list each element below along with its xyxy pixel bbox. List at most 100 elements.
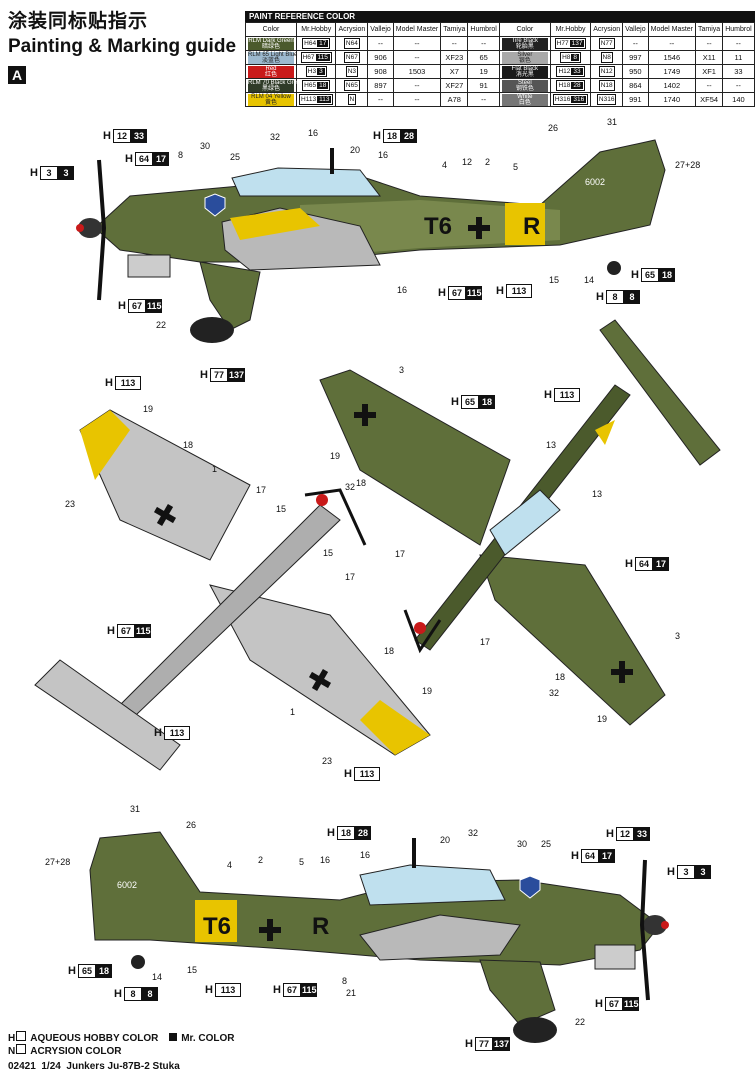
h-mark: H [114, 988, 122, 1000]
h-number: 67 [116, 624, 135, 638]
mr-number: 17 [317, 40, 329, 47]
h-mark: H [344, 768, 352, 780]
radiator [127, 254, 171, 278]
mr-number: 137 [492, 1037, 510, 1051]
th-vallejo-2: Vallejo [622, 22, 649, 37]
callout-12: 12 [462, 157, 473, 167]
propeller-2 [639, 859, 650, 1001]
callout-17c: 17 [395, 549, 406, 559]
n-number: 8 [607, 54, 611, 61]
mr-number: 28 [354, 826, 371, 840]
callout-15: 15 [276, 504, 287, 514]
mr-number: 33 [130, 129, 147, 143]
callout-16c: 16 [397, 285, 408, 295]
callout-14b: 14 [152, 972, 163, 982]
callout-22: 22 [156, 320, 167, 330]
humbrol-cell: -- [467, 92, 500, 107]
mr-number: 3 [57, 166, 74, 180]
page-title: Painting & Marking guide [8, 36, 237, 57]
canopy-2 [359, 864, 506, 906]
h-number: 65 [308, 82, 317, 89]
h-number: 8 [566, 54, 571, 61]
fuselage-code-right: R [523, 213, 541, 240]
side-profile-left [76, 139, 666, 343]
acrysion-cell: N64 [335, 36, 369, 51]
callout-31b: 31 [130, 804, 141, 814]
th-mrhobby-2: Mr.Hobby [549, 22, 592, 37]
callout-3: 3 [399, 365, 405, 375]
mr-number: 113 [317, 96, 332, 103]
callout-23b: 23 [322, 756, 333, 766]
callout-27-28: 27+28 [675, 160, 701, 170]
h-number: 67 [282, 983, 301, 997]
mr-number: 115 [315, 54, 330, 61]
n-number: 12 [605, 68, 613, 75]
callout-15b: 15 [323, 548, 334, 558]
th-modelmaster-2: Model Master [647, 22, 697, 37]
color-name: White [517, 93, 533, 100]
antenna-mast-2 [412, 838, 416, 868]
callout-2: 2 [485, 157, 491, 167]
n-number: 77 [605, 40, 613, 47]
h-number: 113 [163, 726, 190, 740]
h-letter: H [558, 82, 564, 89]
h-mark: H [595, 998, 603, 1010]
h-number: 316 [559, 96, 571, 103]
color-name: RLM 04 Yellow [251, 93, 291, 100]
callout-18c: 18 [356, 478, 367, 488]
propeller [97, 159, 107, 301]
color-name: RLM 65 Light Blue [248, 51, 298, 58]
n-letter: N [347, 68, 353, 75]
h-number: 113 [305, 96, 317, 103]
callout-23: 23 [65, 499, 76, 509]
h-mark: H [205, 984, 213, 996]
callout-2b: 2 [258, 855, 264, 865]
color-name-cn: 白色 [518, 99, 531, 106]
h-letter: H [301, 96, 306, 103]
fuselage-code-right-2: R [312, 913, 330, 940]
mr-number: 115 [145, 299, 163, 313]
mr-number: 18 [478, 395, 495, 409]
h-mark: H [373, 130, 381, 142]
n-code: N8 [600, 52, 613, 63]
h-mark: H [465, 1038, 473, 1050]
side-profile-right [89, 831, 669, 1043]
callout-32: 32 [270, 132, 281, 142]
th-vallejo-1: Vallejo [367, 22, 394, 37]
h-mark: H [451, 396, 459, 408]
h-letter: H [304, 40, 309, 47]
tail-wheel-2 [131, 955, 145, 969]
th-modelmaster-1: Model Master [392, 22, 442, 37]
underside-plan [34, 409, 431, 771]
antenna-mast [330, 148, 334, 174]
callout-18: 18 [183, 440, 194, 450]
th-acrysion-1: Acrysion [335, 22, 369, 37]
n-letter: N [345, 54, 351, 61]
mr-number: 18 [658, 268, 675, 282]
callout-30: 30 [200, 141, 211, 151]
callout-5: 5 [513, 162, 519, 172]
callout-18b: 18 [384, 646, 395, 656]
callout-27-28b: 27+28 [45, 857, 71, 867]
fuselage-code-left-2: T6 [203, 913, 232, 940]
